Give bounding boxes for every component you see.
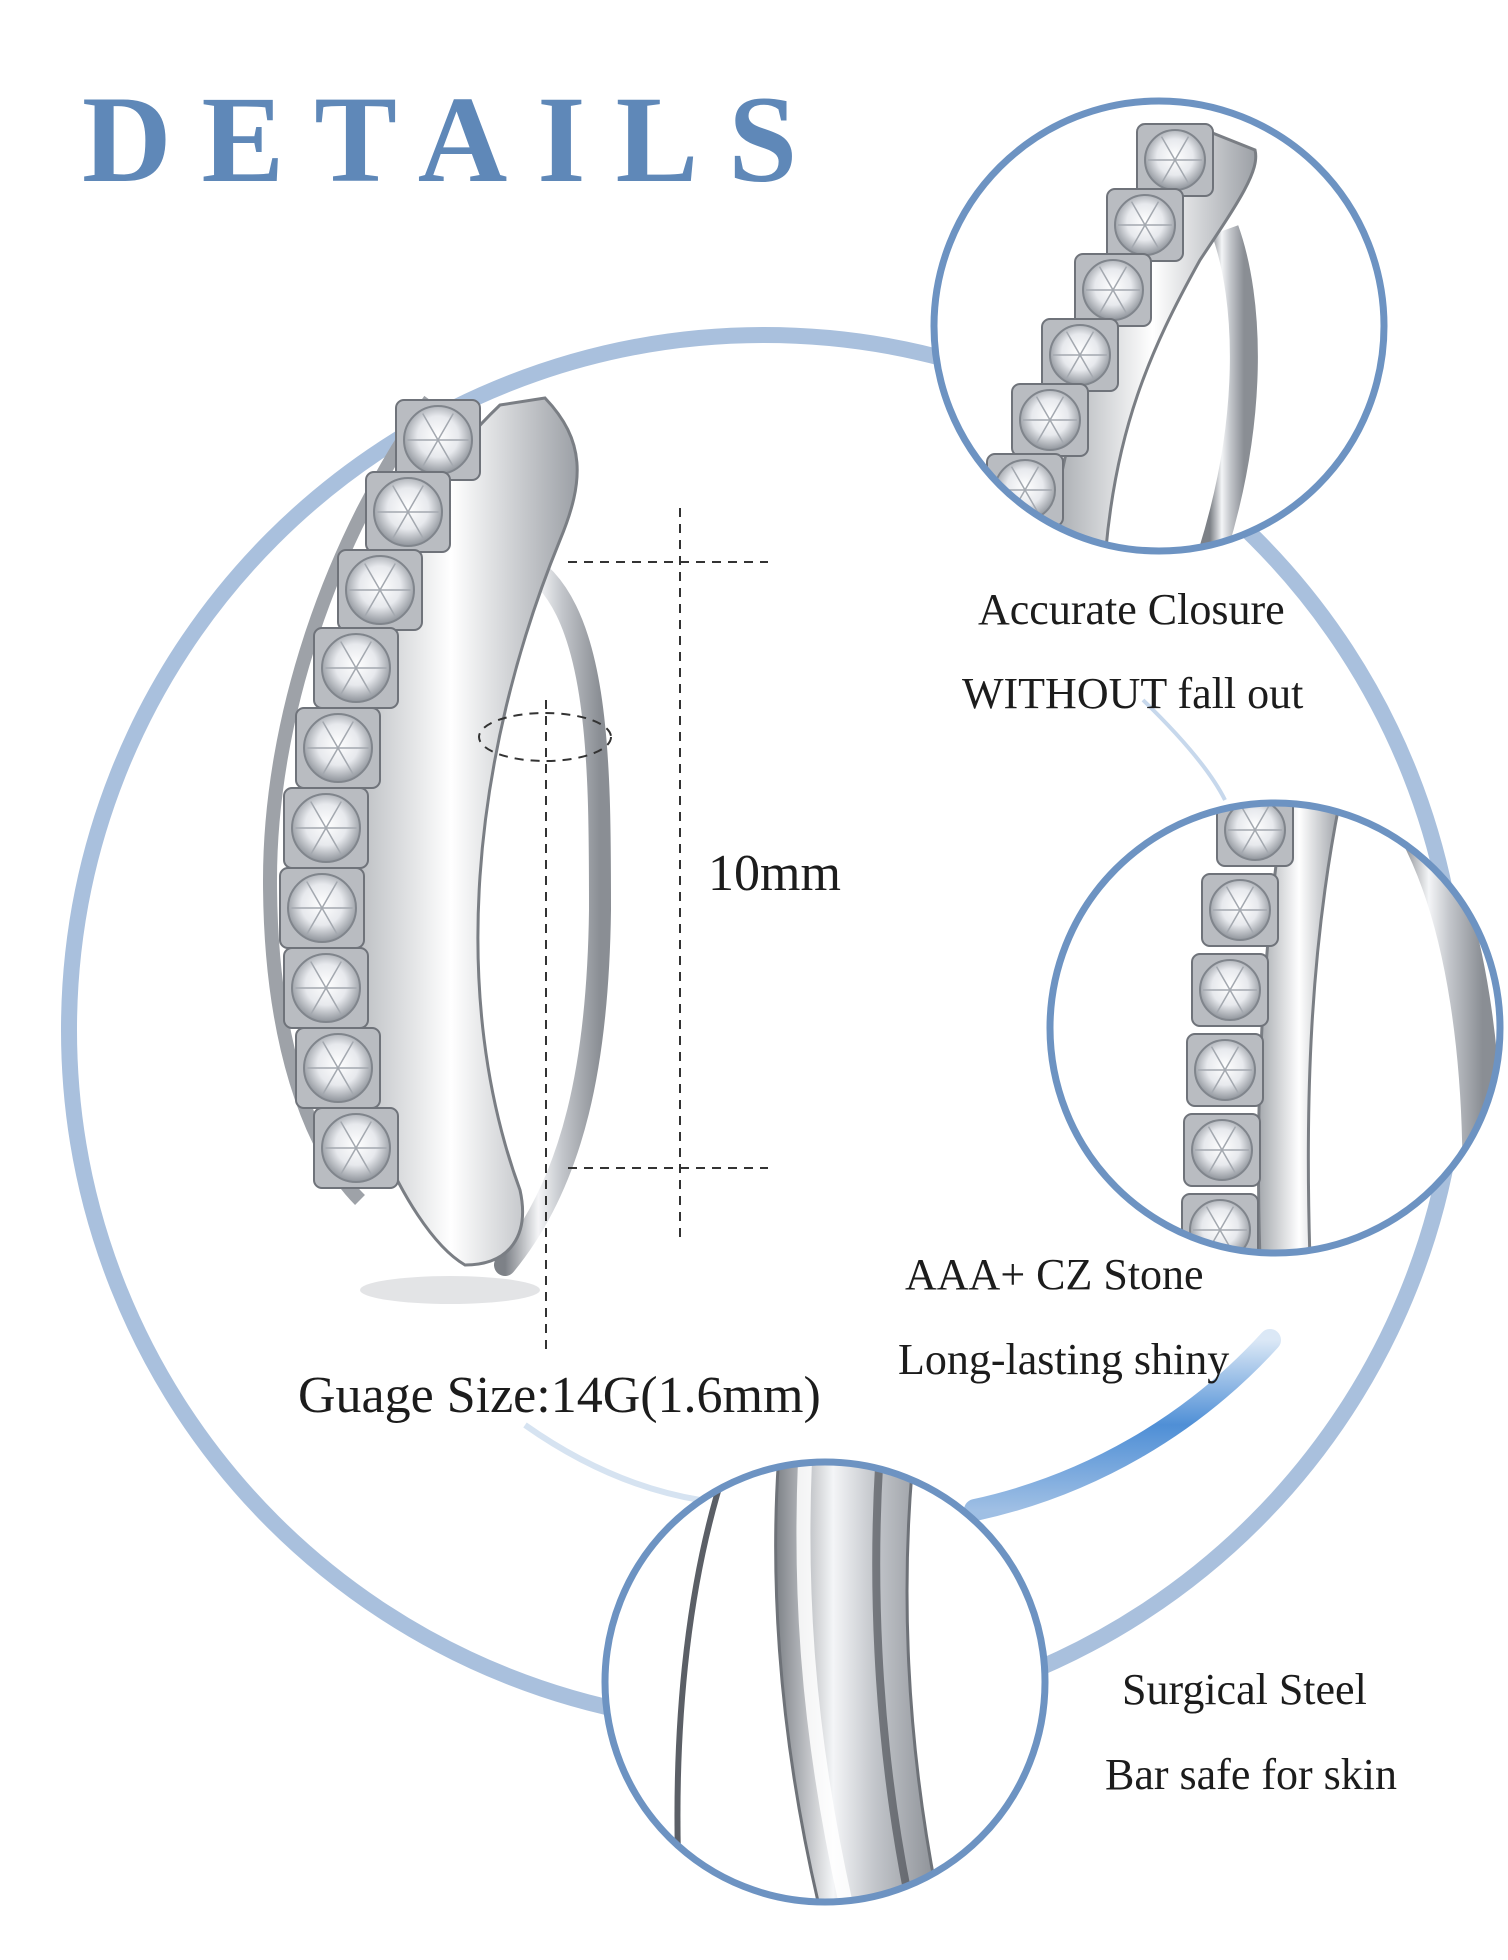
measurement-guides bbox=[478, 508, 768, 1350]
closure-closeup-icon bbox=[930, 97, 1388, 555]
cz-stone bbox=[1074, 253, 1152, 327]
cz-stone bbox=[295, 707, 381, 789]
cz-stone bbox=[1106, 188, 1184, 262]
cz-stone bbox=[1191, 953, 1269, 1027]
cz-stone bbox=[986, 453, 1064, 527]
steel-bar-closeup-icon bbox=[601, 1458, 1049, 1906]
feature-stone-line2: Long-lasting shiny bbox=[898, 1335, 1230, 1384]
cz-stone bbox=[1186, 1033, 1264, 1107]
cz-stone bbox=[1011, 383, 1089, 457]
cz-stone bbox=[283, 947, 369, 1029]
cz-stone bbox=[1183, 1113, 1261, 1187]
feature-stone-line1: AAA+ CZ Stone bbox=[905, 1250, 1204, 1299]
feature-closure-line2: WITHOUT fall out bbox=[962, 669, 1304, 718]
decor-arc bbox=[964, 1329, 1281, 1521]
gauge-size-label: Guage Size:14G(1.6mm) bbox=[298, 1367, 821, 1424]
cz-stone bbox=[283, 787, 369, 869]
cz-stone-row bbox=[279, 399, 481, 1189]
cz-stone bbox=[1041, 318, 1119, 392]
cz-stone bbox=[1136, 123, 1214, 197]
cz-stone bbox=[337, 549, 423, 631]
page-title: DETAILS bbox=[82, 71, 828, 208]
connector-line-top bbox=[1141, 698, 1227, 801]
cz-stone bbox=[295, 1027, 381, 1109]
cz-stone bbox=[1201, 873, 1279, 947]
connector-line-bottom bbox=[523, 1422, 701, 1503]
cz-stone bbox=[313, 627, 399, 709]
cz-stone bbox=[395, 399, 481, 481]
height-measurement-label: 10mm bbox=[708, 845, 841, 902]
cz-stone bbox=[365, 471, 451, 553]
cz-stone bbox=[313, 1107, 399, 1189]
feature-steel-line2: Bar safe for skin bbox=[1105, 1750, 1398, 1799]
cz-stone bbox=[1216, 803, 1294, 867]
belly-ring-icon bbox=[262, 395, 612, 1304]
cz-stone bbox=[279, 867, 365, 949]
feature-steel-line1: Surgical Steel bbox=[1122, 1665, 1367, 1714]
feature-closure-line1: Accurate Closure bbox=[978, 585, 1285, 634]
